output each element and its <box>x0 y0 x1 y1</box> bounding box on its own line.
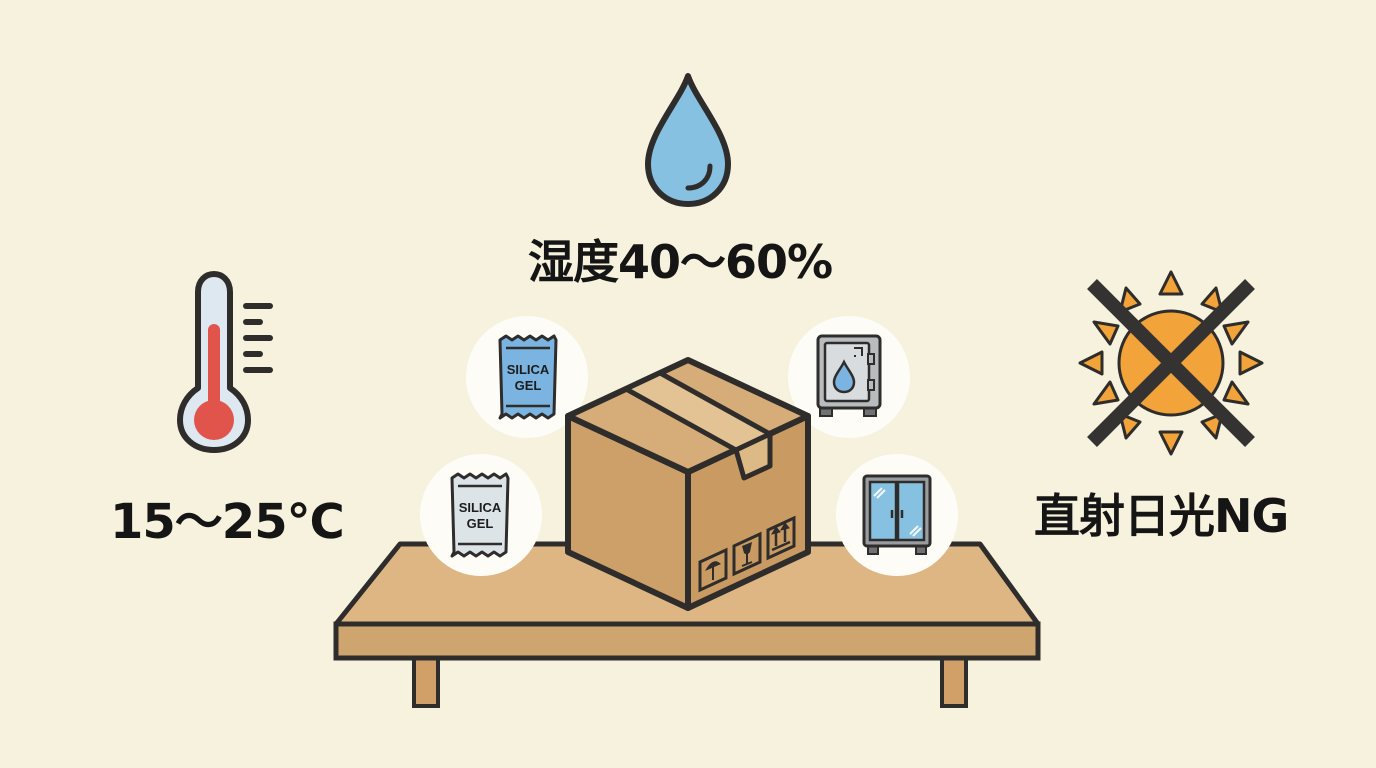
fragile-glass-icon <box>741 542 753 567</box>
thermometer-icon <box>177 271 273 453</box>
dry-cabinet-icon <box>816 334 882 417</box>
cardboard-box-icon <box>565 357 811 611</box>
sun-crossed-out-icon <box>1078 270 1264 456</box>
this-side-up-arrows-icon <box>770 522 791 552</box>
keep-dry-umbrella-icon <box>705 561 721 580</box>
silica-gel-packet-icon: SILICA GEL <box>450 472 510 558</box>
sunlight-label: 直射日光NG <box>1034 489 1289 543</box>
humidity-label: 湿度40〜60% <box>528 235 833 289</box>
silica-label-line1: SILICA <box>507 362 550 377</box>
silica-gel-packet-icon: SILICA GEL <box>498 334 558 420</box>
silica-label-line1: SILICA <box>459 500 502 515</box>
glass-cabinet-icon <box>862 474 932 555</box>
silica-label-line2: GEL <box>515 378 542 393</box>
silica-label-line2: GEL <box>467 516 494 531</box>
water-drop-icon <box>645 73 731 207</box>
temperature-label: 15〜25℃ <box>110 494 345 550</box>
